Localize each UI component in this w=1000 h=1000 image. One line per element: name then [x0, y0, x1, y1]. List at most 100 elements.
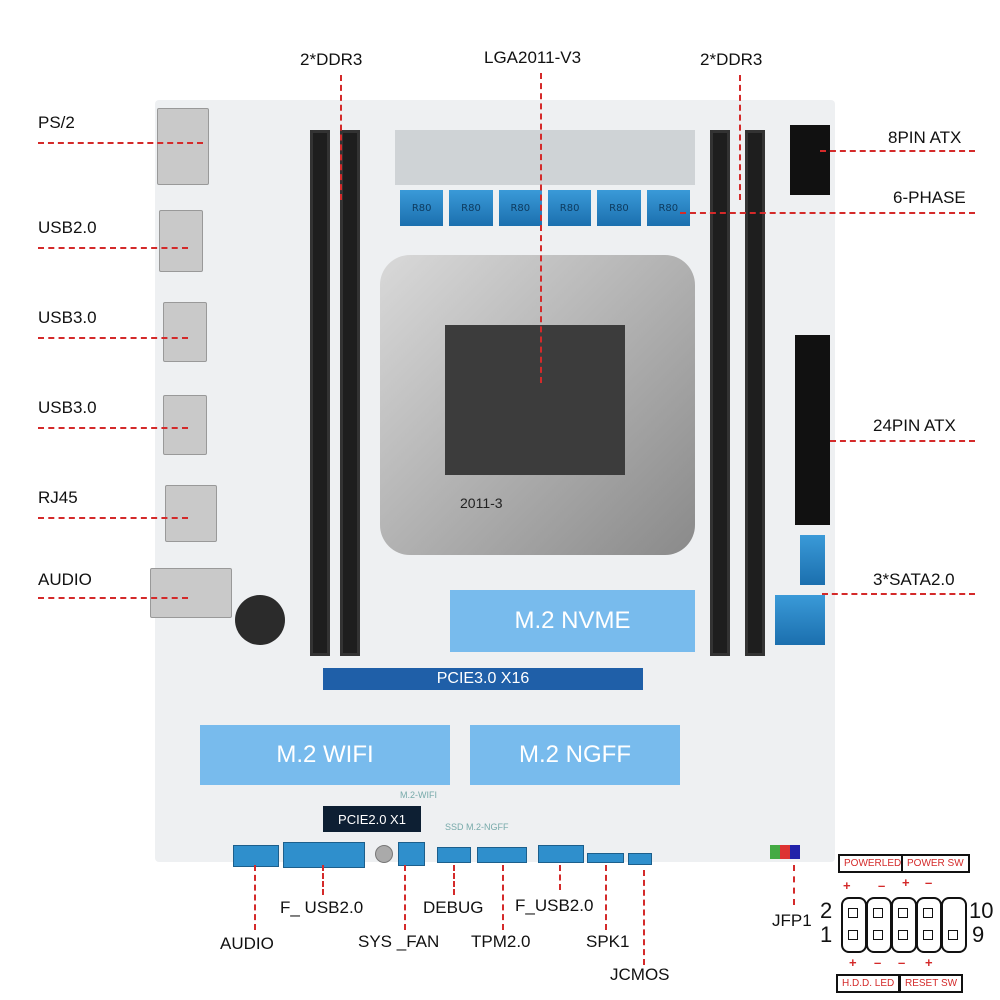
powerled-box: POWERLED [838, 854, 908, 873]
pin-column [866, 897, 892, 953]
cpu-socket: 2011-3 [380, 255, 695, 555]
vrm-choke: R80 [597, 190, 641, 226]
pin [948, 930, 958, 940]
label-f-usb2-1: F_ USB2.0 [280, 898, 364, 917]
leader-line [830, 440, 975, 442]
pin-column [891, 897, 917, 953]
leader-line [38, 427, 188, 429]
f-usb2-header-1 [283, 842, 365, 868]
vrm-mark: R80 [461, 202, 481, 214]
leader-line [643, 870, 645, 965]
vrm-choke: R80 [646, 190, 690, 226]
leader-line [453, 865, 455, 895]
leader-line [38, 247, 188, 249]
vrm-choke: R80 [498, 190, 542, 226]
vrm-mark: R80 [411, 202, 432, 214]
pin [848, 930, 858, 940]
label-24pin-atx: 24PIN ATX [873, 416, 956, 435]
leader-line [404, 865, 406, 930]
f-usb2-header-2 [538, 845, 584, 863]
vrm-mark: R80 [658, 202, 679, 214]
label-jfp1: JFP1 [772, 911, 812, 930]
cmos-battery [235, 595, 285, 645]
label-tpm: TPM2.0 [471, 932, 531, 951]
vrm-choke: R80 [400, 190, 444, 226]
tpm-header [477, 847, 527, 863]
leader-line [38, 142, 203, 144]
m2-wifi-slot: M.2 WIFI [200, 725, 450, 785]
pin [848, 908, 858, 918]
leader-line [680, 212, 975, 214]
label-ps2: PS/2 [38, 113, 75, 132]
pcie2-x1-slot: PCIE2.0 X1 [323, 806, 421, 832]
label-spk1: SPK1 [586, 932, 630, 951]
capacitor [375, 845, 393, 863]
pin-column [916, 897, 942, 953]
leader-line [793, 865, 795, 905]
label-debug: DEBUG [423, 898, 484, 917]
label-f-usb2-2: F_USB2.0 [515, 896, 594, 915]
jfp1-header [770, 845, 800, 859]
hdd-led-box: H.D.D. LED [836, 974, 901, 993]
polarity-minus: – [874, 955, 882, 970]
ps2-port [157, 108, 209, 185]
motherboard: R80 R80 R80 R80 R80 R80 2011-3 M.2 NVME … [150, 100, 835, 868]
ddr3-slot-1 [310, 130, 330, 656]
label-ddr3-left: 2*DDR3 [300, 50, 363, 69]
ddr3-slot-3 [710, 130, 730, 656]
pin [923, 908, 933, 918]
usb3-port-2 [163, 395, 207, 455]
label-cpu-socket: LGA2011-V3 [484, 48, 582, 67]
polarity-plus: + [843, 878, 851, 893]
pin-column [841, 897, 867, 953]
sata-connector [800, 535, 825, 585]
leader-line [739, 75, 741, 200]
polarity-minus: – [925, 875, 933, 890]
label-usb3-2: USB3.0 [38, 398, 97, 417]
vrm-heatsink [395, 130, 695, 185]
jcmos-jumper [628, 853, 652, 865]
polarity-plus: + [849, 955, 857, 970]
label-usb3-1: USB3.0 [38, 308, 97, 327]
usb3-port-1 [163, 302, 207, 362]
usb2-port [159, 210, 203, 272]
label-sata: 3*SATA2.0 [873, 570, 955, 589]
label-ddr3-right: 2*DDR3 [700, 50, 763, 69]
polarity-minus: – [898, 955, 906, 970]
sata-connector [775, 595, 825, 645]
polarity-plus: + [925, 955, 933, 970]
label-usb2: USB2.0 [38, 218, 97, 237]
pin [873, 930, 883, 940]
label-sys-fan: SYS _FAN [358, 932, 440, 951]
debug-header [437, 847, 471, 863]
label-jcmos: JCMOS [610, 965, 670, 984]
vrm-choke: R80 [547, 190, 592, 226]
vrm-choke: R80 [449, 190, 493, 226]
label-rj45: RJ45 [38, 488, 78, 507]
vrm-mark: R80 [510, 202, 531, 214]
sys-fan-header [398, 842, 425, 866]
spk1-header [587, 853, 624, 863]
m2-nvme-slot: M.2 NVME [450, 590, 695, 652]
label-audio-header: AUDIO [220, 934, 274, 953]
24pin-atx-connector [795, 335, 830, 525]
pin-label-10: 10 [969, 898, 994, 923]
pin-label-9: 9 [972, 922, 985, 947]
ddr3-slot-4 [745, 130, 765, 656]
leader-line [822, 593, 975, 595]
vrm-mark: R80 [559, 202, 580, 214]
pin [873, 908, 883, 918]
vrm-mark: R80 [609, 202, 629, 214]
label-audio-jack: AUDIO [38, 570, 92, 589]
leader-line [38, 597, 188, 599]
socket-cover [445, 325, 625, 475]
leader-line [605, 865, 607, 930]
pin [898, 908, 908, 918]
polarity-plus: + [902, 875, 910, 890]
pin-label-1: 1 [820, 922, 833, 947]
polarity-minus: – [878, 878, 886, 893]
leader-line [340, 75, 342, 200]
leader-line [540, 73, 542, 383]
vrm-phases: R80 R80 R80 R80 R80 R80 [400, 190, 690, 226]
pin-column [941, 897, 967, 953]
